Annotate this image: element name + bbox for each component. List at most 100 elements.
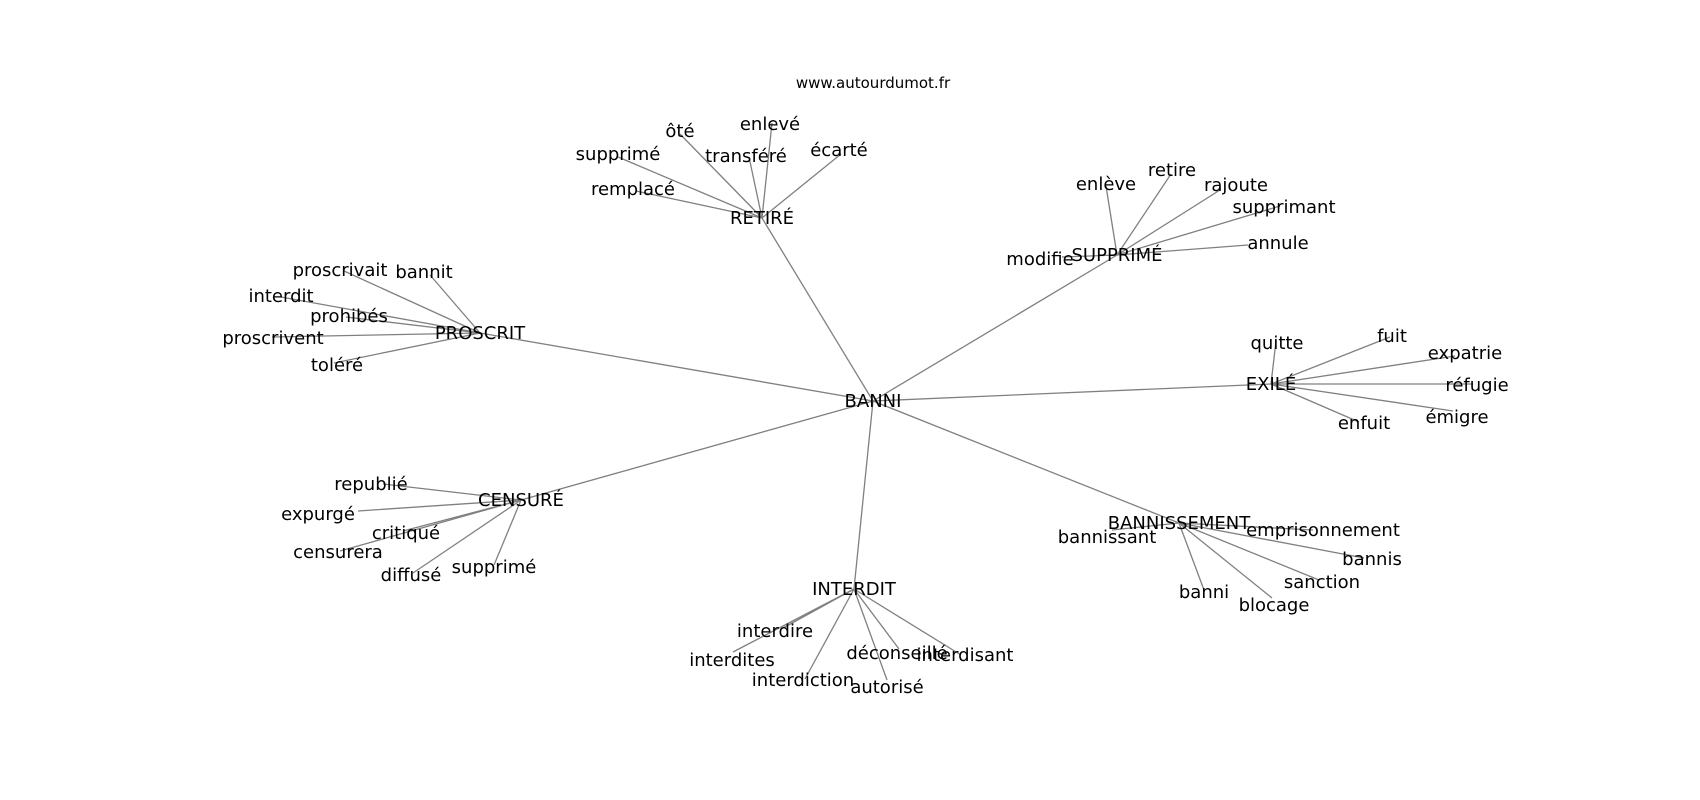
- word-node: bannis: [1342, 549, 1402, 570]
- site-credit: www.autourdumot.fr: [796, 74, 951, 92]
- word-node: remplacé: [591, 179, 675, 200]
- hub-node-exile: EXILÉ: [1246, 373, 1296, 395]
- edge-interdit-word-5: [853, 588, 888, 681]
- edge-bannissement-word-1: [1178, 522, 1314, 531]
- edge-interdit-word-4: [853, 588, 962, 656]
- word-node: bannit: [395, 262, 452, 283]
- word-node: déconseillé: [846, 643, 947, 664]
- edge-censure-word-3: [339, 499, 522, 552]
- word-node: interdites: [689, 650, 775, 671]
- edge-censure-word-0: [382, 483, 522, 501]
- word-node: rajoute: [1204, 175, 1268, 196]
- word-node: expurgé: [281, 504, 355, 525]
- edge-interdit-word-1: [732, 588, 855, 653]
- edge-retire-word-4: [761, 153, 842, 219]
- word-node: supprimant: [1232, 197, 1335, 218]
- edge-proscrit-word-4: [271, 332, 481, 338]
- edge-proscrit-word-0: [343, 270, 481, 334]
- edge-retire-word-2: [617, 156, 763, 219]
- edge-bannissement-word-3: [1178, 522, 1320, 581]
- word-node: diffusé: [381, 565, 442, 586]
- word-node: supprimé: [452, 557, 537, 578]
- word-node: enfuit: [1338, 413, 1390, 434]
- word-node: enlevé: [740, 114, 800, 135]
- word-node: bannissant: [1058, 527, 1157, 548]
- edge-proscrit-word-3: [345, 316, 481, 334]
- word-node: supprimé: [576, 144, 661, 165]
- edge-censure-word-5: [493, 499, 522, 566]
- edge-censure-word-4: [412, 499, 522, 574]
- word-node: interdiction: [752, 670, 854, 691]
- word-node: interdisant: [917, 645, 1014, 666]
- word-node: sanction: [1284, 572, 1360, 593]
- word-node: quitte: [1250, 333, 1303, 354]
- edge-center-to-exile: [872, 383, 1272, 402]
- word-node: proscrivent: [222, 328, 323, 349]
- edge-censure-word-1: [357, 499, 522, 512]
- edge-supprime-word-3: [1116, 205, 1281, 256]
- edge-bannissement-word-2: [1178, 522, 1365, 559]
- hub-node-proscrit: PROSCRIT: [435, 323, 526, 344]
- edge-exile-word-2: [1270, 355, 1456, 385]
- word-node: interdit: [248, 286, 313, 307]
- edge-layer: [271, 122, 1473, 681]
- label-layer: www.autourdumot.fr BANNI ôté enlevé suppri…: [222, 74, 1508, 698]
- word-node: enlève: [1076, 174, 1136, 195]
- word-node: prohibés: [310, 306, 388, 327]
- edge-proscrit-word-2: [280, 296, 481, 334]
- center-node: BANNI: [845, 391, 902, 412]
- word-node: emprisonnement: [1246, 520, 1400, 541]
- edge-retire-word-1: [761, 122, 773, 219]
- word-node: retire: [1148, 160, 1196, 181]
- word-node: republié: [334, 474, 407, 495]
- hub-node-censure: CENSURÉ: [478, 489, 564, 511]
- edge-bannissement-word-4: [1178, 522, 1205, 591]
- hub-node-interdit: INTERDIT: [812, 579, 897, 600]
- word-node: ôté: [665, 121, 694, 142]
- edge-center-to-censure: [520, 400, 874, 501]
- edge-center-to-retire: [761, 217, 874, 402]
- edge-supprime-word-4: [1116, 244, 1249, 256]
- edge-center-to-bannissement: [872, 400, 1180, 524]
- word-node: transféré: [705, 146, 787, 167]
- hub-node-bannissement: BANNISSEMENT: [1108, 513, 1251, 534]
- word-node: réfugie: [1445, 375, 1508, 396]
- edge-supprime-word-5: [1061, 254, 1118, 258]
- edge-supprime-word-2: [1116, 189, 1221, 256]
- edge-bannissement-word-0: [1111, 522, 1180, 531]
- edge-exile-word-4: [1270, 383, 1454, 412]
- word-node: censurera: [293, 542, 383, 563]
- edge-exile-word-0: [1270, 340, 1277, 385]
- edge-interdit-word-2: [804, 588, 855, 680]
- edge-proscrit-word-1: [429, 274, 481, 334]
- edge-bannissement-word-5: [1178, 522, 1273, 599]
- edge-interdit-word-3: [853, 588, 900, 650]
- word-node: émigre: [1425, 407, 1488, 428]
- edge-exile-word-5: [1270, 383, 1360, 423]
- edge-retire-word-5: [635, 190, 763, 219]
- word-node: proscrivait: [293, 260, 388, 281]
- word-node: banni: [1179, 582, 1229, 603]
- word-node: fuit: [1377, 326, 1407, 347]
- edge-supprime-word-1: [1116, 173, 1172, 256]
- word-node: expatrie: [1428, 343, 1502, 364]
- edge-exile-word-1: [1270, 336, 1391, 385]
- hub-node-supprime: SUPPRIMÉ: [1071, 244, 1162, 266]
- word-node: interdire: [737, 621, 813, 642]
- edge-center-to-interdit: [853, 400, 874, 590]
- word-node: écarté: [810, 140, 868, 161]
- edge-supprime-word-0: [1105, 185, 1118, 256]
- edge-center-to-proscrit: [479, 332, 874, 402]
- word-node: modifie: [1006, 249, 1073, 270]
- edge-proscrit-word-5: [333, 332, 481, 364]
- word-node: critiqué: [372, 523, 440, 544]
- edge-retire-word-3: [748, 156, 763, 219]
- hub-node-retire: RETIRÉ: [730, 207, 794, 229]
- edge-center-to-supprime: [872, 254, 1118, 402]
- word-node: blocage: [1239, 595, 1310, 616]
- edge-retire-word-0: [679, 133, 763, 219]
- word-node: annule: [1247, 233, 1308, 254]
- word-node: autorisé: [850, 677, 923, 698]
- word-node: toléré: [311, 355, 363, 376]
